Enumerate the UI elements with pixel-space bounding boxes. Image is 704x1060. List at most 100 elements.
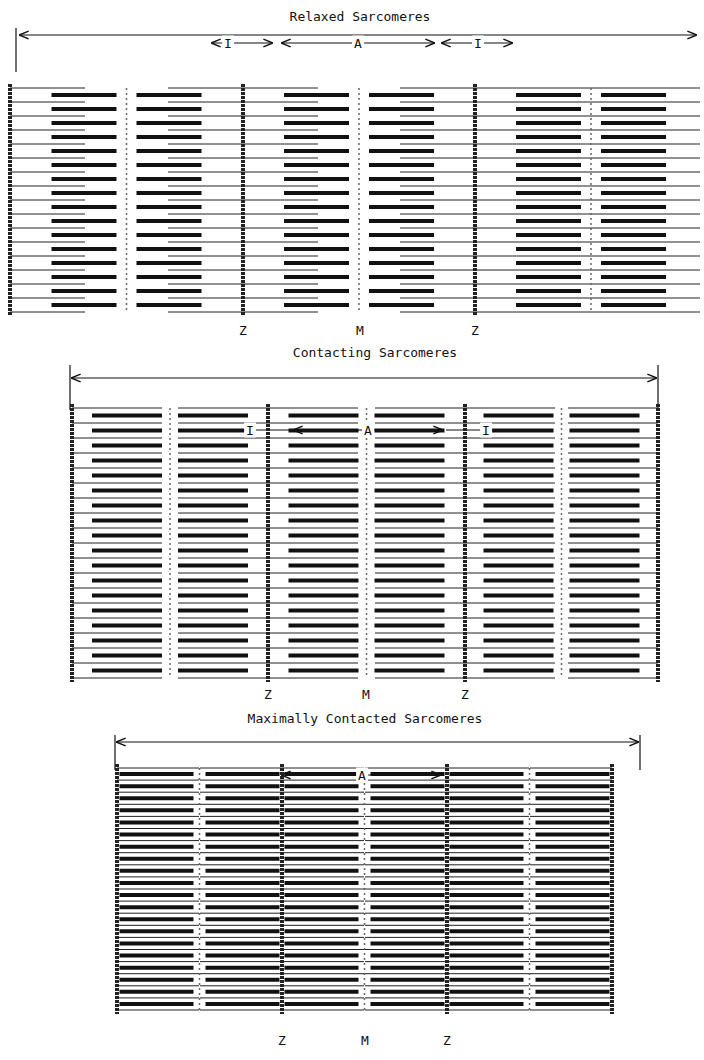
- myosin-filament: [285, 990, 359, 994]
- myosin-filament: [178, 669, 248, 673]
- myosin-filament: [536, 954, 610, 958]
- actin-filament: [365, 913, 447, 914]
- actin-filament: [117, 973, 199, 974]
- myosin-filament: [484, 549, 554, 553]
- actin-filament: [168, 256, 243, 257]
- myosin-filament: [371, 893, 445, 897]
- actin-filament: [10, 242, 85, 243]
- myosin-filament: [92, 429, 162, 433]
- myosin-filament: [601, 93, 666, 97]
- myosin-filament: [570, 609, 640, 613]
- actin-filament: [282, 780, 364, 781]
- actin-filament: [375, 558, 465, 559]
- actin-filament: [530, 913, 612, 914]
- myosin-filament: [206, 917, 280, 921]
- actin-filament: [178, 678, 268, 679]
- actin-filament: [200, 997, 282, 998]
- myosin-filament: [484, 414, 554, 418]
- actin-filament: [447, 973, 529, 974]
- myosin-filament: [120, 954, 194, 958]
- actin-filament: [168, 228, 243, 229]
- actin-filament: [10, 228, 85, 229]
- section-heading: Maximally Contacted Sarcomeres: [246, 711, 485, 726]
- myosin-filament: [52, 289, 117, 293]
- actin-filament: [168, 130, 243, 131]
- actin-filament: [530, 828, 612, 829]
- myosin-filament: [484, 474, 554, 478]
- myosin-filament: [369, 205, 434, 209]
- myosin-filament: [484, 609, 554, 613]
- myosin-filament: [450, 1002, 524, 1006]
- myosin-filament: [178, 594, 248, 598]
- actin-filament: [268, 603, 358, 604]
- myosin-filament: [120, 941, 194, 945]
- myosin-filament: [570, 639, 640, 643]
- band-label: A: [352, 36, 364, 51]
- myosin-filament: [120, 833, 194, 837]
- myosin-filament: [206, 978, 280, 982]
- myosin-filament: [516, 261, 581, 265]
- actin-filament: [400, 298, 475, 299]
- actin-filament: [530, 768, 612, 769]
- actin-filament: [375, 468, 465, 469]
- myosin-filament: [375, 639, 445, 643]
- actin-filament: [268, 618, 358, 619]
- actin-filament: [10, 200, 85, 201]
- actin-filament: [117, 840, 199, 841]
- actin-filament: [117, 913, 199, 914]
- myosin-filament: [284, 93, 349, 97]
- myosin-filament: [484, 504, 554, 508]
- line-label: Z: [469, 323, 481, 338]
- myosin-filament: [284, 205, 349, 209]
- actin-filament: [168, 284, 243, 285]
- actin-filament: [117, 949, 199, 950]
- actin-filament: [243, 130, 318, 131]
- actin-filament: [568, 573, 658, 574]
- z-line: [241, 84, 245, 316]
- actin-filament: [375, 528, 465, 529]
- myosin-filament: [206, 833, 280, 837]
- actin-filament: [530, 804, 612, 805]
- myosin-filament: [516, 219, 581, 223]
- myosin-filament: [289, 594, 359, 598]
- myosin-filament: [92, 474, 162, 478]
- myosin-filament: [289, 504, 359, 508]
- actin-filament: [568, 663, 658, 664]
- actin-filament: [200, 804, 282, 805]
- myosin-filament: [369, 107, 434, 111]
- myosin-filament: [371, 881, 445, 885]
- myosin-filament: [536, 1002, 610, 1006]
- actin-filament: [268, 438, 358, 439]
- actin-filament: [475, 270, 700, 271]
- actin-filament: [375, 483, 465, 484]
- myosin-filament: [536, 941, 610, 945]
- actin-filament: [447, 889, 529, 890]
- myosin-filament: [450, 917, 524, 921]
- myosin-filament: [289, 459, 359, 463]
- actin-filament: [72, 603, 162, 604]
- actin-filament: [365, 949, 447, 950]
- myosin-filament: [484, 459, 554, 463]
- myosin-filament: [375, 444, 445, 448]
- actin-filament: [243, 214, 318, 215]
- actin-filament: [375, 453, 465, 454]
- myosin-filament: [206, 784, 280, 788]
- actin-filament: [268, 423, 358, 424]
- band-label: I: [244, 423, 256, 438]
- actin-filament: [400, 130, 475, 131]
- myosin-filament: [285, 784, 359, 788]
- myosin-filament: [570, 654, 640, 658]
- actin-filament: [268, 453, 358, 454]
- actin-filament: [243, 270, 318, 271]
- actin-filament: [465, 528, 555, 529]
- myosin-filament: [285, 941, 359, 945]
- myosin-filament: [375, 624, 445, 628]
- actin-filament: [400, 228, 475, 229]
- myosin-filament: [206, 1002, 280, 1006]
- actin-filament: [200, 864, 282, 865]
- actin-filament: [117, 816, 199, 817]
- myosin-filament: [516, 177, 581, 181]
- actin-filament: [447, 828, 529, 829]
- myosin-filament: [570, 564, 640, 568]
- actin-filament: [400, 284, 475, 285]
